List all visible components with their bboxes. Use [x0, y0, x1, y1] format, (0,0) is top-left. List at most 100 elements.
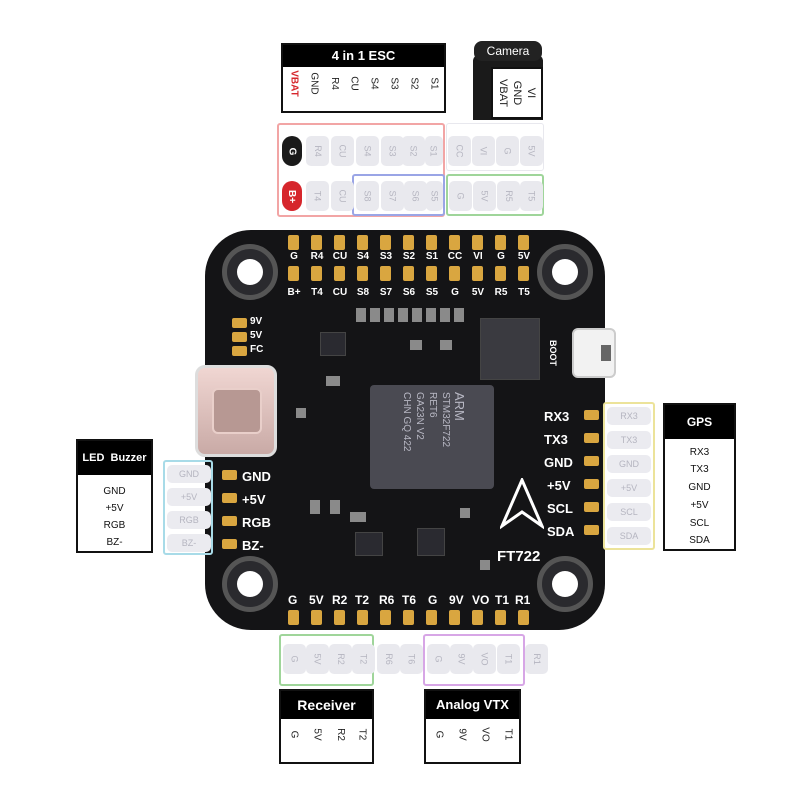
uart5-group-outline [446, 174, 544, 216]
ghost-pin: CU [331, 136, 354, 166]
receiver-label-g: G [288, 730, 300, 738]
brand-label: FT722 [497, 548, 541, 565]
board-label: T5 [518, 287, 530, 298]
gps-item: RX3 [689, 447, 710, 458]
camera-label-box: Camera VBAT GND VI [473, 41, 543, 120]
ghost-pin: 5V [306, 644, 329, 674]
board-label: G [451, 287, 459, 298]
camera-group-outline [446, 123, 544, 171]
ghost-pin: T1 [497, 644, 520, 674]
ghost-pin: S3 [381, 136, 404, 166]
ghost-pin: +5V [607, 479, 651, 497]
board-label: G [288, 593, 298, 607]
board-label: +5V [242, 492, 266, 507]
board-label: T2 [355, 593, 370, 607]
board-label: R4 [310, 251, 324, 262]
board-label: R2 [332, 593, 348, 607]
ghost-pin: T6 [400, 644, 423, 674]
board-label: T1 [495, 593, 510, 607]
gps-item: SCL [689, 518, 710, 529]
board-label: B+ [287, 287, 301, 298]
board-label: 9V [449, 593, 464, 607]
receiver-label-5v: 5V [311, 727, 323, 741]
gps-item: TX3 [690, 464, 709, 475]
esc-label-box: 4 in 1 ESC VBAT GND R4 CU S4 S3 S2 S1 [281, 43, 446, 113]
esc-label-s4: S4 [368, 76, 380, 90]
gps-group-outline [603, 402, 655, 550]
ghost-pin: G [496, 136, 519, 166]
jumper-label-5v: 5V [250, 330, 263, 341]
ghost-pin: CC [448, 136, 471, 166]
ghost-pin: SDA [607, 527, 651, 545]
vtx-title: Analog VTX [426, 691, 519, 719]
board-label: T6 [402, 593, 417, 607]
pmic-chip [320, 332, 346, 356]
ghost-pin: S7 [381, 181, 404, 211]
receiver-label-t2: T2 [356, 728, 368, 740]
esc-label-cu: CU [348, 75, 360, 91]
vtx-label-9v: 9V [456, 727, 468, 741]
board-label: CU [332, 251, 348, 262]
board-label: R5 [494, 287, 508, 298]
board-label: R1 [515, 593, 531, 607]
board-label: BZ- [242, 538, 264, 553]
led-buzzer-title: LED Buzzer [78, 441, 151, 475]
board-label: S6 [402, 287, 416, 298]
ghost-pin: 5V [473, 181, 496, 211]
ghost-pin: +5V [167, 488, 211, 506]
ghost-pin: R1 [525, 644, 548, 674]
board-label: SCL [547, 501, 573, 516]
vtx-group-outline [423, 634, 525, 686]
board-label: S3 [379, 251, 393, 262]
led-group-outline [163, 460, 213, 555]
regulator-chip [355, 532, 383, 556]
mounting-hole-top-right [537, 244, 593, 300]
ghost-pin: SCL [607, 503, 651, 521]
ghost-pin: VO [473, 644, 496, 674]
board-label: S2 [402, 251, 416, 262]
esc-label-gnd: GND [308, 71, 320, 95]
ghost-pin: S8 [356, 181, 379, 211]
ghost-pin: S1 [425, 136, 443, 166]
gps-title: GPS [665, 405, 734, 439]
board-label: S5 [425, 287, 439, 298]
board-label: GND [242, 469, 271, 484]
led-buzzer-item: RGB [103, 520, 126, 531]
board-label: RGB [242, 515, 271, 530]
receiver-title: Receiver [281, 691, 372, 719]
led-buzzer-item: +5V [105, 503, 124, 514]
ghost-pin: RX3 [607, 407, 651, 425]
esc-title: 4 in 1 ESC [283, 45, 444, 67]
board-label: S4 [356, 251, 370, 262]
ft722-logo-icon [500, 478, 544, 530]
ghost-pin-b-plus: B+ [282, 181, 302, 211]
board-label: 5V [471, 287, 485, 298]
ghost-pin: 9V [450, 644, 473, 674]
led-buzzer-item: GND [103, 486, 126, 497]
ghost-pin: R5 [497, 181, 520, 211]
ghost-pin: RGB [167, 511, 211, 529]
gps-item: SDA [689, 535, 710, 546]
ghost-pin: CU [331, 181, 354, 211]
ghost-pin: GND [167, 465, 211, 483]
ghost-pin-g: G [282, 136, 302, 166]
camera-title: Camera [474, 41, 542, 61]
board-label: S7 [379, 287, 393, 298]
boot-button[interactable] [572, 328, 616, 378]
vtx-label-t1: T1 [502, 728, 514, 740]
board-label: TX3 [544, 432, 568, 447]
board-label: SDA [547, 524, 575, 539]
led-buzzer-label-box: LED Buzzer GND +5V RGB BZ- [76, 439, 153, 553]
vtx-label-g: G [433, 730, 445, 738]
ghost-pin: TX3 [607, 431, 651, 449]
ghost-pin: G [283, 644, 306, 674]
mcu-chip [370, 385, 494, 489]
ghost-pin: G [449, 181, 472, 211]
camera-label-vi: VI [525, 87, 537, 99]
esc-label-s3: S3 [388, 76, 400, 90]
board-label: 5V [517, 251, 531, 262]
board-label: VO [472, 593, 490, 607]
gps-item: GND [688, 482, 711, 493]
gps-item: +5V [690, 500, 709, 511]
ghost-pin: GND [607, 455, 651, 473]
